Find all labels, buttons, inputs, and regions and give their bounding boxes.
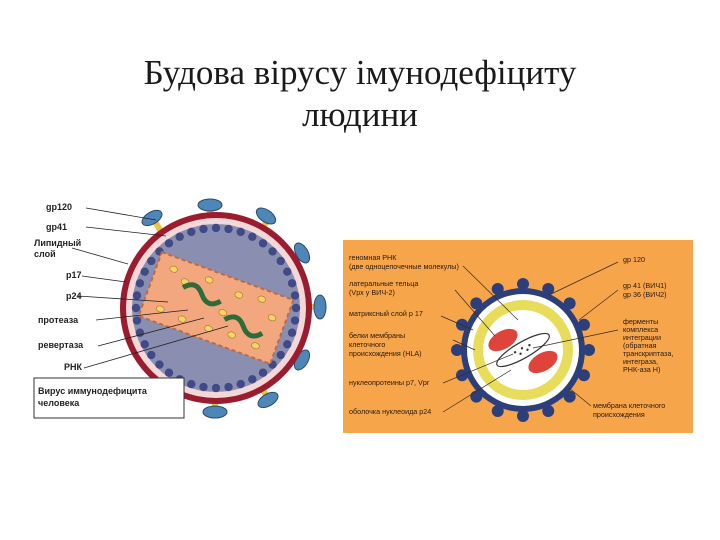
- label-lateral-bodies: латеральные тельца: [349, 279, 418, 288]
- matrix-bead: [132, 304, 140, 312]
- matrix-bead: [187, 380, 195, 388]
- spike: [139, 207, 164, 232]
- label-p24: p24: [66, 291, 82, 301]
- matrix-bead: [288, 279, 296, 287]
- label-lipid-2: слой: [34, 249, 56, 259]
- matrix-bead: [133, 291, 141, 299]
- matrix-bead: [248, 233, 256, 241]
- matrix-bead: [291, 291, 299, 299]
- matrix-bead: [187, 228, 195, 236]
- matrix-bead: [147, 257, 155, 265]
- label-genomic-rna: геномная РНК: [349, 253, 397, 262]
- matrix-bead: [268, 247, 276, 255]
- caption-line-2: человека: [38, 398, 80, 408]
- label-nucleoid-shell: оболочка нуклеоида р24: [349, 407, 431, 416]
- label-enzymes-7: РНК-аза Н): [623, 365, 660, 374]
- matrix-bead: [175, 233, 183, 241]
- matrix-bead: [283, 340, 291, 348]
- label-gp120: gp120: [46, 202, 72, 212]
- matrix-bead: [237, 380, 245, 388]
- left-labels: gp120 gp41 Липидный слой p17 p24 протеаз…: [34, 202, 84, 372]
- matrix-bead: [248, 375, 256, 383]
- label-gp41: gp41: [46, 222, 67, 232]
- label-protease: протеаза: [38, 315, 79, 325]
- matrix-bead: [277, 351, 285, 359]
- matrix-bead: [224, 225, 232, 233]
- matrix-bead: [147, 351, 155, 359]
- title-line-1: Будова вірусу імунодефіциту: [0, 52, 720, 94]
- label-reverse-transcriptase: ревертаза: [38, 340, 84, 350]
- label-cell-membrane-2: происхождения: [593, 410, 645, 419]
- matrix-bead: [291, 316, 299, 324]
- label-matrix-layer: матриксный слой р 17: [349, 309, 423, 318]
- caption-line-1: Вирус иммунодефицита: [38, 386, 148, 396]
- label-lateral-bodies-note: (Vpx у ВИЧ-2): [349, 288, 395, 297]
- label-membrane-proteins-1: белки мембраны: [349, 331, 405, 340]
- label-gp36-hiv2: gp 36 (ВИЧ2): [623, 290, 667, 299]
- matrix-bead: [165, 369, 173, 377]
- matrix-bead: [136, 279, 144, 287]
- matrix-bead: [292, 304, 300, 312]
- hiv-structure-diagram-right: геномная РНК (две одноцепочечные молекул…: [343, 240, 693, 433]
- label-cell-membrane-1: мембрана клеточного: [593, 401, 665, 410]
- matrix-bead: [199, 225, 207, 233]
- matrix-bead: [141, 340, 149, 348]
- matrix-bead: [141, 267, 149, 275]
- label-rna: РНК: [64, 362, 83, 372]
- matrix-bead: [283, 267, 291, 275]
- label-genomic-rna-note: (две одноцепочечные молекулы): [349, 262, 459, 271]
- label-membrane-proteins-3: происхождения (HLA): [349, 349, 422, 358]
- matrix-bead: [224, 383, 232, 391]
- matrix-bead: [277, 257, 285, 265]
- hiv-structure-diagram-left: gp120 gp41 Липидный слой p17 p24 протеаз…: [28, 190, 328, 422]
- slide-title: Будова вірусу імунодефіциту людини: [0, 52, 720, 136]
- label-membrane-proteins-2: клеточного: [349, 340, 385, 349]
- label-gp120-right: gp 120: [623, 255, 645, 264]
- title-line-2: людини: [0, 94, 720, 136]
- matrix-bead: [259, 239, 267, 247]
- label-p17: p17: [66, 270, 82, 280]
- matrix-bead: [155, 360, 163, 368]
- matrix-bead: [237, 228, 245, 236]
- caption-box: Вирус иммунодефицита человека: [34, 378, 184, 418]
- matrix-bead: [259, 369, 267, 377]
- matrix-bead: [288, 329, 296, 337]
- matrix-bead: [165, 239, 173, 247]
- label-lipid-1: Липидный: [34, 238, 81, 248]
- matrix-bead: [212, 384, 220, 392]
- matrix-bead: [199, 383, 207, 391]
- label-nucleoproteins: нуклеопротеины р7, Vpr: [349, 378, 430, 387]
- label-gp41-hiv1: gp 41 (ВИЧ1): [623, 281, 667, 290]
- matrix-bead: [212, 224, 220, 232]
- matrix-bead: [133, 316, 141, 324]
